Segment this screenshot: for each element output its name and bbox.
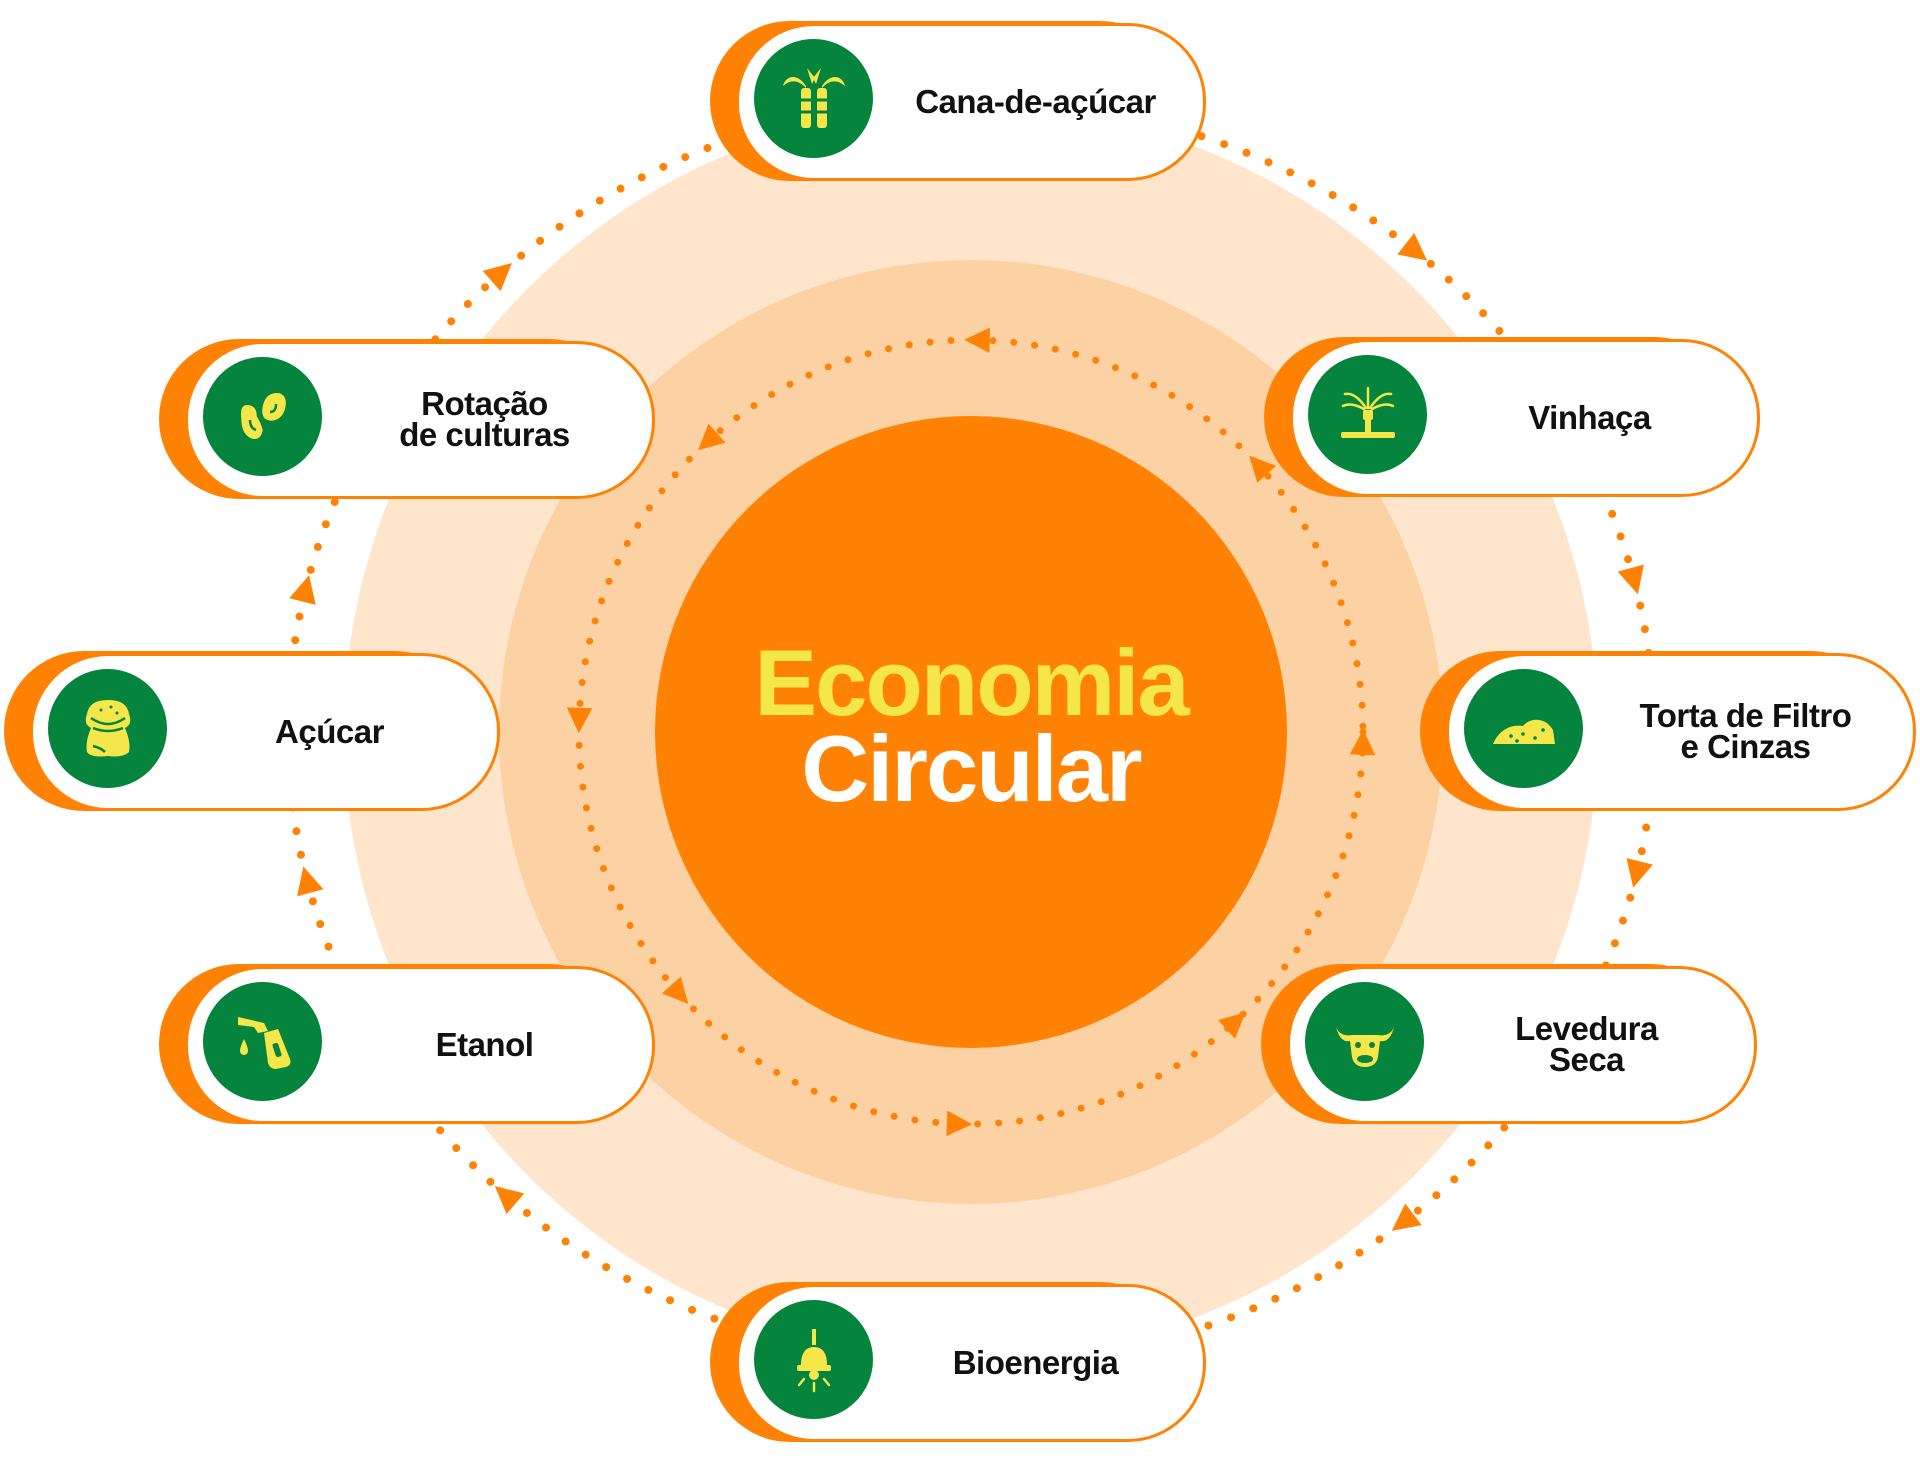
flow-arrow-icon bbox=[946, 1110, 973, 1137]
flow-arrow-icon bbox=[1391, 1203, 1422, 1231]
node-label: Cana-de-açúcar bbox=[915, 82, 1156, 120]
flow-arrow-icon bbox=[964, 327, 990, 354]
beans-icon bbox=[203, 357, 322, 476]
flow-arrow-icon bbox=[661, 976, 689, 1004]
title-economia: Economia bbox=[754, 630, 1189, 735]
lightbulb-icon bbox=[754, 1300, 873, 1419]
center-circle bbox=[655, 416, 1287, 1048]
flow-arrow-icon bbox=[289, 575, 316, 605]
node-bioenergia: Bioenergia bbox=[710, 1282, 1206, 1442]
node-cana-de-acucar: Cana-de-açúcar bbox=[710, 21, 1206, 181]
node-label: Torta de Filtro e Cinzas bbox=[1639, 697, 1852, 765]
sugarcane-icon bbox=[754, 39, 873, 158]
flow-arrow-icon bbox=[698, 423, 726, 451]
flow-arrow-icon bbox=[1217, 1012, 1246, 1039]
flow-arrow-icon bbox=[1626, 858, 1653, 888]
sprinkler-icon bbox=[1308, 355, 1427, 474]
node-levedura-seca: Levedura Seca bbox=[1261, 964, 1757, 1124]
node-label: Levedura Seca bbox=[1515, 1010, 1658, 1078]
node-acucar: Açúcar bbox=[4, 651, 500, 811]
flow-arrow-icon bbox=[1349, 729, 1376, 756]
node-etanol: Etanol bbox=[159, 964, 655, 1124]
node-label: Açúcar bbox=[275, 712, 384, 750]
soil-pile-icon bbox=[1464, 669, 1583, 788]
flow-arrow-icon bbox=[297, 866, 324, 897]
center-title: Economia Circular bbox=[655, 630, 1287, 821]
title-circular: Circular bbox=[801, 716, 1142, 821]
sugar-sack-icon bbox=[48, 669, 167, 788]
flow-arrow-icon bbox=[566, 707, 593, 734]
flow-arrow-icon bbox=[494, 1186, 525, 1215]
flow-arrow-icon bbox=[482, 263, 512, 292]
flow-arrow-icon bbox=[1249, 455, 1277, 484]
node-vinhaca: Vinhaça bbox=[1264, 337, 1760, 497]
cow-icon bbox=[1305, 982, 1424, 1101]
node-label: Bioenergia bbox=[952, 1343, 1119, 1381]
fuel-nozzle-icon bbox=[203, 982, 322, 1101]
node-label: Etanol bbox=[435, 1025, 534, 1063]
node-rotacao-de-culturas: Rotação de culturas bbox=[159, 339, 655, 499]
node-label: Rotação de culturas bbox=[399, 385, 570, 453]
flow-arrow-icon bbox=[1617, 564, 1644, 595]
flow-arrow-icon bbox=[1397, 233, 1428, 261]
node-label: Vinhaça bbox=[1528, 398, 1651, 436]
node-torta-de-filtro: Torta de Filtro e Cinzas bbox=[1420, 651, 1916, 811]
